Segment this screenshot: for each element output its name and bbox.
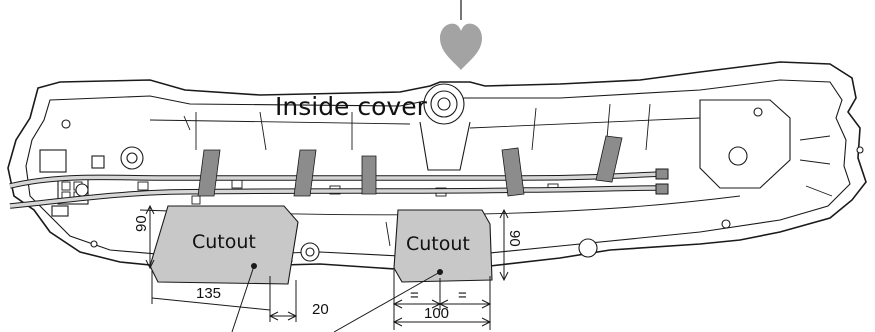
mount-hole [753,107,763,117]
mount-hole [305,247,315,257]
mount-hole [61,119,71,129]
dim-left-width: 20 [312,301,329,318]
mount-hole [126,152,138,164]
panel-inner-rim [25,79,851,259]
center-boss [419,83,471,171]
inside-cover-label: Inside cover [275,92,428,121]
upper-rib [149,117,701,129]
right-bracket-ribs [799,135,833,197]
cutout-left-label: Cutout [192,231,256,253]
dim-equal-b: = [458,287,467,304]
heart-icon [440,23,482,70]
mount-hole [728,146,748,166]
tape-strip [293,149,317,197]
dim-left-offset: 135 [196,285,221,302]
cutouts [149,205,493,332]
mount-hole [721,219,731,229]
tape-strip [361,155,377,195]
dim-right-height: 90 [506,230,523,247]
wire-harness [9,168,669,209]
cutout-right [393,209,493,283]
dim-equal-a: = [410,287,419,304]
tape-strip [595,135,623,183]
mount-hole [90,240,98,248]
cutout-right-label: Cutout [406,233,470,255]
tape-strip [501,147,525,197]
dim-left-height: 90 [133,215,150,232]
tape-strips [197,135,623,197]
dim-right-width: 100 [424,305,449,322]
tape-strip [197,149,221,197]
heart-marker [440,0,482,70]
mount-hole [578,238,598,258]
mount-hole [856,146,864,154]
leader-line [333,271,441,332]
leader-line [231,265,255,332]
dimension-lines [145,204,509,330]
right-bracket [699,99,791,189]
